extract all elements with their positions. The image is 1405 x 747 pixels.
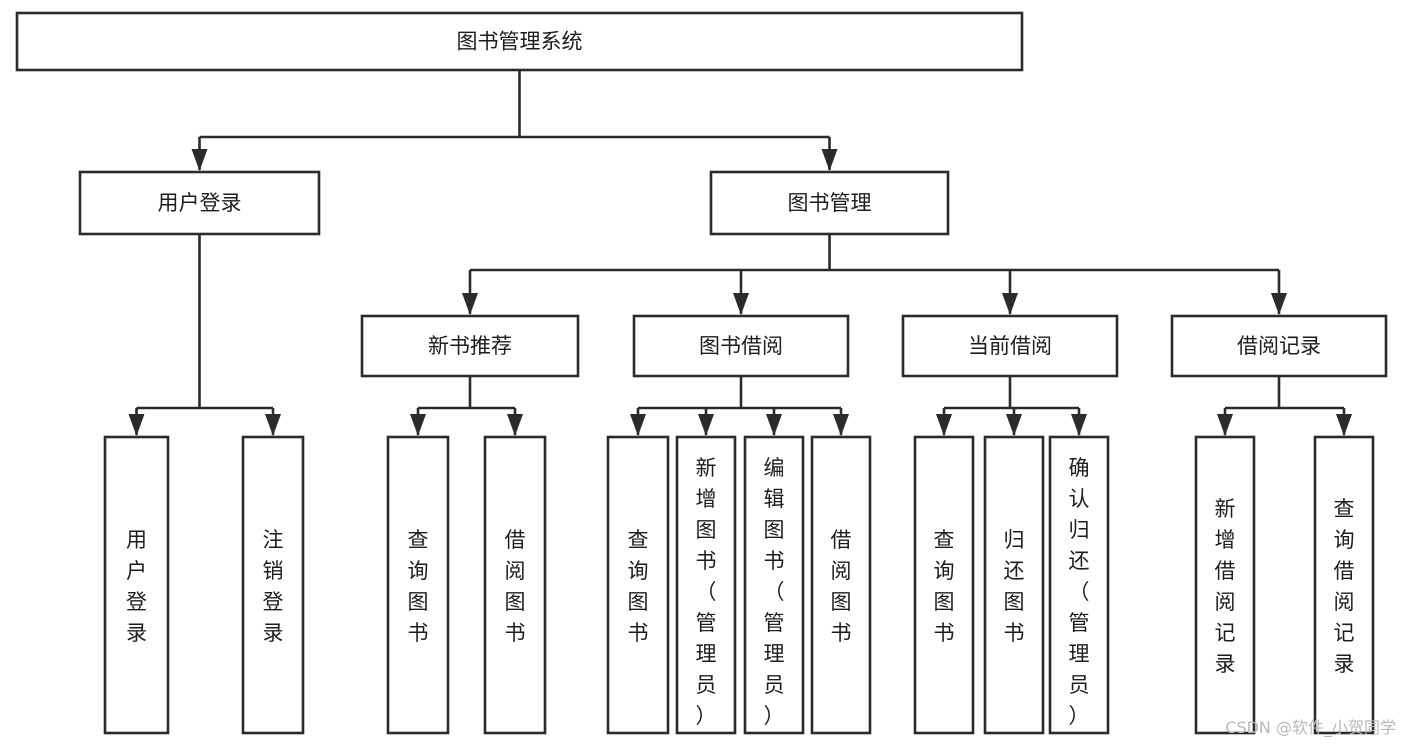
arrow-head-icon bbox=[833, 414, 849, 436]
node-user-login[interactable]: 用户登录 bbox=[78, 170, 321, 236]
node-leaf-add-book[interactable]: 新增图书（管理员） bbox=[675, 435, 737, 735]
node-label: 新书推荐 bbox=[428, 334, 512, 358]
node-box[interactable] bbox=[709, 170, 950, 236]
node-label: 确认归还（管理员） bbox=[1069, 456, 1090, 728]
arrow-head-icon bbox=[698, 414, 714, 436]
arrow-head-icon bbox=[128, 414, 145, 436]
node-box[interactable] bbox=[1170, 314, 1388, 378]
connectors-layer bbox=[128, 70, 1352, 436]
node-leaf-query-record[interactable]: 查询借阅记录 bbox=[1313, 435, 1375, 735]
node-book-manage[interactable]: 图书管理 bbox=[709, 170, 950, 236]
node-leaf-confirm-return[interactable]: 确认归还（管理员） bbox=[1048, 435, 1110, 735]
node-label: 新增图书（管理员） bbox=[696, 456, 717, 728]
node-label: 借阅图书 bbox=[831, 528, 852, 645]
node-leaf-borrow-book-2[interactable]: 借阅图书 bbox=[810, 435, 872, 735]
arrow-head-icon bbox=[1271, 293, 1287, 315]
node-leaf-query-book-1[interactable]: 查询图书 bbox=[386, 435, 450, 735]
node-box[interactable] bbox=[483, 435, 547, 735]
node-box[interactable] bbox=[241, 435, 305, 735]
arrow-head-icon bbox=[1336, 414, 1352, 436]
arrow-head-icon bbox=[936, 414, 952, 436]
arrow-head-icon bbox=[1071, 414, 1087, 436]
arrow-head-icon bbox=[1002, 293, 1018, 315]
node-box[interactable] bbox=[15, 11, 1024, 72]
node-leaf-add-record[interactable]: 新增借阅记录 bbox=[1194, 435, 1256, 735]
node-box[interactable] bbox=[1048, 435, 1110, 735]
node-label: 用户登录 bbox=[126, 528, 147, 645]
node-label: 查询图书 bbox=[934, 528, 955, 645]
arrow-head-icon bbox=[410, 414, 426, 436]
node-root[interactable]: 图书管理系统 bbox=[15, 11, 1024, 72]
node-label: 借阅图书 bbox=[505, 528, 526, 645]
node-box[interactable] bbox=[743, 435, 805, 735]
node-box[interactable] bbox=[675, 435, 737, 735]
node-label: 注销登录 bbox=[263, 528, 284, 645]
node-box[interactable] bbox=[360, 314, 580, 378]
arrow-head-icon bbox=[191, 149, 208, 171]
node-label: 查询借阅记录 bbox=[1334, 497, 1355, 676]
node-book-borrow[interactable]: 图书借阅 bbox=[632, 314, 850, 378]
arrow-head-icon bbox=[821, 149, 838, 171]
node-leaf-edit-book[interactable]: 编辑图书（管理员） bbox=[743, 435, 805, 735]
node-leaf-query-book-2[interactable]: 查询图书 bbox=[606, 435, 670, 735]
node-leaf-user-logout[interactable]: 注销登录 bbox=[241, 435, 305, 735]
node-box[interactable] bbox=[1313, 435, 1375, 735]
boxes-layer: 图书管理系统用户登录图书管理新书推荐图书借阅当前借阅借阅记录用户登录注销登录查询… bbox=[15, 11, 1388, 735]
node-current-borrow[interactable]: 当前借阅 bbox=[901, 314, 1119, 378]
node-new-book-rec[interactable]: 新书推荐 bbox=[360, 314, 580, 378]
node-box[interactable] bbox=[632, 314, 850, 378]
node-box[interactable] bbox=[913, 435, 975, 735]
node-label: 编辑图书（管理员） bbox=[764, 456, 785, 728]
node-box[interactable] bbox=[78, 170, 321, 236]
arrow-head-icon bbox=[462, 293, 478, 315]
node-label: 归还图书 bbox=[1004, 528, 1025, 645]
arrow-head-icon bbox=[1217, 414, 1233, 436]
node-box[interactable] bbox=[103, 435, 170, 735]
node-label: 新增借阅记录 bbox=[1215, 497, 1236, 676]
csdn-watermark: CSDN @软件_小贺同学 bbox=[1225, 718, 1396, 738]
arrow-head-icon bbox=[630, 414, 646, 436]
node-box[interactable] bbox=[606, 435, 670, 735]
node-leaf-return-book[interactable]: 归还图书 bbox=[983, 435, 1045, 735]
arrow-head-icon bbox=[1006, 414, 1022, 436]
node-label: 当前借阅 bbox=[968, 334, 1052, 358]
node-leaf-user-login[interactable]: 用户登录 bbox=[103, 435, 170, 735]
node-label: 查询图书 bbox=[408, 528, 429, 645]
node-label: 用户登录 bbox=[158, 191, 242, 215]
node-label: 图书管理系统 bbox=[457, 30, 583, 54]
node-leaf-query-book-3[interactable]: 查询图书 bbox=[913, 435, 975, 735]
arrow-head-icon bbox=[733, 293, 749, 315]
node-box[interactable] bbox=[1194, 435, 1256, 735]
node-box[interactable] bbox=[386, 435, 450, 735]
node-box[interactable] bbox=[983, 435, 1045, 735]
node-box[interactable] bbox=[810, 435, 872, 735]
node-label: 借阅记录 bbox=[1237, 334, 1321, 358]
node-leaf-borrow-book-1[interactable]: 借阅图书 bbox=[483, 435, 547, 735]
node-box[interactable] bbox=[901, 314, 1119, 378]
arrow-head-icon bbox=[507, 414, 523, 436]
node-label: 图书借阅 bbox=[699, 334, 783, 358]
node-borrow-record[interactable]: 借阅记录 bbox=[1170, 314, 1388, 378]
node-label: 图书管理 bbox=[788, 191, 872, 215]
arrow-head-icon bbox=[265, 414, 281, 436]
node-label: 查询图书 bbox=[628, 528, 649, 645]
arrow-head-icon bbox=[766, 414, 782, 436]
